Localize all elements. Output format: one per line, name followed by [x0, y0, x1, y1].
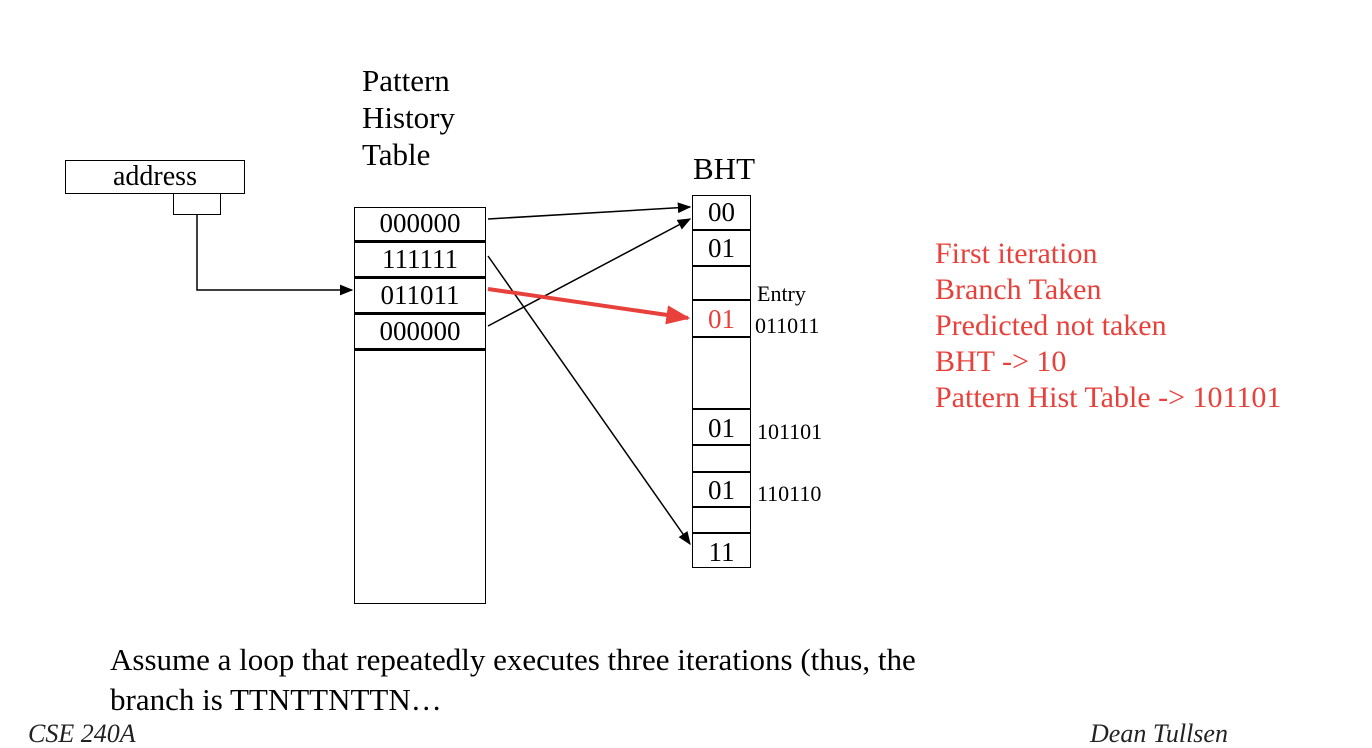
note-line-1: First iteration: [935, 237, 1098, 270]
footer-author: Dean Tullsen: [1090, 719, 1228, 748]
note-line-3: Predicted not taken: [935, 309, 1167, 342]
pht-title: Pattern History Table: [362, 62, 455, 173]
pht0-to-bht-arrow: [487, 202, 692, 220]
bht-entry-0: 00: [708, 197, 735, 227]
caption: Assume a loop that repeatedly executes t…: [110, 640, 916, 720]
address-to-pht-arrow: [196, 215, 354, 296]
caption-line-1: Assume a loop that repeatedly executes t…: [110, 642, 916, 677]
pht-title-line-3: Table: [362, 137, 431, 172]
bht-divider: [692, 532, 751, 534]
pht-divider: [354, 348, 486, 351]
bht-divider: [692, 471, 751, 473]
pht-entry-0: 000000: [379, 208, 461, 238]
pht-divider: [354, 276, 486, 279]
bht-entry-2-highlighted: 01: [708, 304, 735, 334]
bht-divider: [692, 336, 751, 338]
pht-entry-1: 111111: [382, 244, 458, 274]
bht-divider: [692, 408, 751, 410]
bht-divider: [692, 299, 751, 301]
address-label: address: [113, 161, 197, 192]
entry-tag-2: 110110: [757, 481, 822, 506]
entry-tag-0: 011011: [755, 313, 820, 338]
bht-entry-4: 01: [708, 475, 735, 505]
bht-divider: [692, 229, 751, 231]
pht-entry-3: 000000: [379, 316, 461, 346]
bht-title: BHT: [693, 151, 755, 186]
note-line-4: BHT -> 10: [935, 345, 1067, 378]
bht-entry-3: 01: [708, 413, 735, 443]
address-box: [65, 160, 245, 194]
entry-label: Entry: [757, 281, 806, 306]
bht-entry-1: 01: [708, 233, 735, 263]
pht-divider: [354, 312, 486, 315]
bht-divider: [692, 444, 751, 446]
pattern-history-table: [354, 207, 486, 604]
bht-divider: [692, 506, 751, 508]
note-line-5: Pattern Hist Table -> 101101: [935, 381, 1282, 414]
pht2-to-bht-highlight-arrow: [487, 287, 691, 325]
iteration-notes: First iteration Branch Taken Predicted n…: [935, 236, 1281, 416]
pht-divider: [354, 240, 486, 243]
note-line-2: Branch Taken: [935, 273, 1102, 306]
caption-line-2: branch is TTNTTNTTN…: [110, 682, 442, 717]
pht-entry-2: 011011: [380, 280, 460, 310]
branch-history-table: [692, 195, 751, 568]
address-index-bits: [173, 193, 221, 215]
bht-entry-5: 11: [708, 537, 735, 567]
entry-tag-1: 101101: [757, 419, 823, 444]
pht-title-line-2: History: [362, 100, 455, 135]
pht-title-line-1: Pattern: [362, 63, 450, 98]
bht-divider: [692, 265, 751, 267]
pht3-to-bht-arrow: [487, 218, 692, 327]
footer-course: CSE 240A: [28, 719, 136, 748]
pht1-to-bht-arrow: [487, 255, 691, 546]
